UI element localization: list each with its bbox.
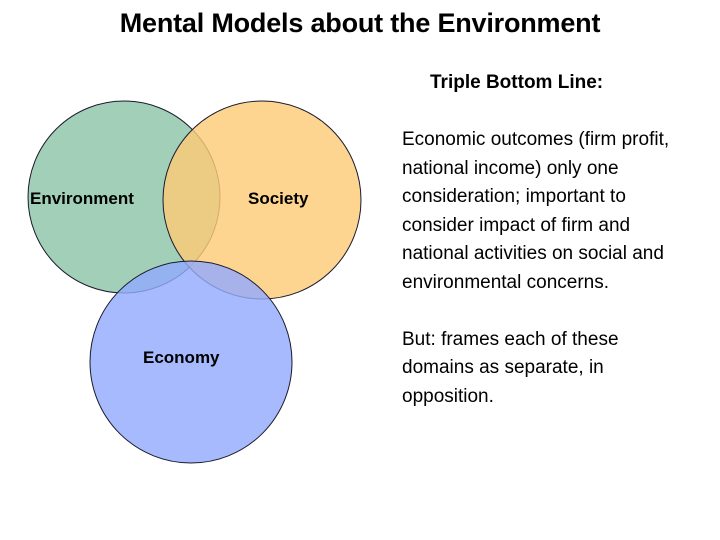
page-title: Mental Models about the Environment — [119, 8, 601, 38]
triple-bottom-line-heading: Triple Bottom Line: — [430, 72, 604, 93]
explanation-text-column: Triple Bottom Line: Economic outcomes (f… — [402, 70, 702, 411]
venn-circle-economy[interactable] — [89, 260, 293, 464]
venn-label-economy: Economy — [143, 348, 220, 367]
venn-label-environment: Environment — [30, 189, 134, 208]
venn-circles — [27, 100, 362, 464]
venn-label-society: Society — [248, 189, 309, 208]
venn-svg — [27, 100, 362, 464]
body-paragraph-but-separate-domains: But: frames each of these domains as sep… — [402, 328, 619, 407]
body-paragraph-economic-outcomes: Economic outcomes (firm profit, national… — [402, 129, 670, 293]
triple-bottom-line-venn-diagram: Environment Society Economy — [0, 84, 400, 464]
